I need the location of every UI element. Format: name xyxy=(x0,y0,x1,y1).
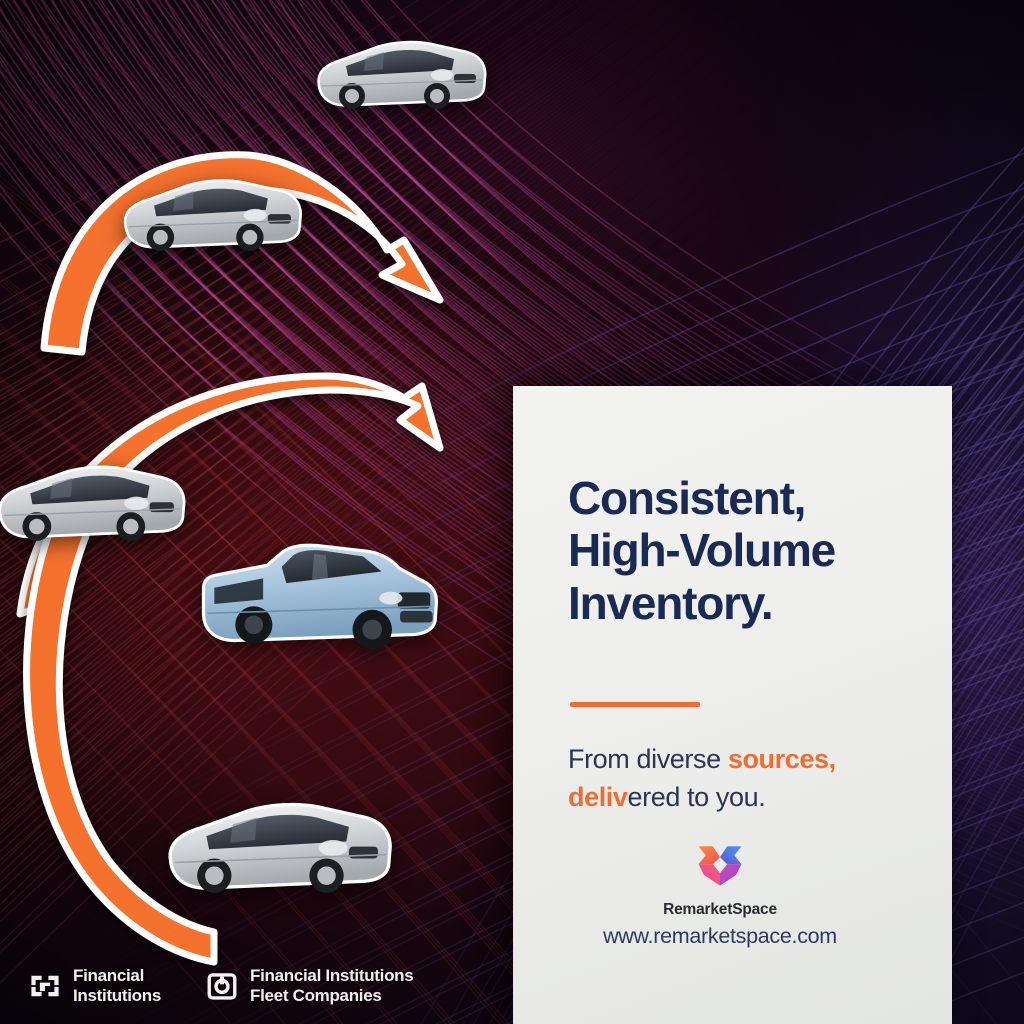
accent-divider xyxy=(570,702,700,707)
subheadline: From diverse sources, delivered to you. xyxy=(568,740,920,817)
silver-sedan-middle-left xyxy=(0,444,196,556)
subheadline-part-2: ered to you. xyxy=(627,782,766,813)
subheadline-part-1: From diverse xyxy=(568,744,728,774)
headline-line-1: Consistent, xyxy=(568,472,806,524)
message-card: Consistent, High-Volume Inventory. From … xyxy=(513,386,952,1024)
partner-badges: Financial Institutions Financial Institu… xyxy=(28,965,414,1006)
fleet-companies-icon xyxy=(205,969,239,1003)
badge-financial-institutions: Financial Institutions xyxy=(28,966,161,1006)
subheadline-accent-2: deliv xyxy=(568,782,628,813)
subheadline-accent-1: sources, xyxy=(727,744,836,774)
silver-sedan-bottom xyxy=(150,778,408,910)
blue-pickup-truck xyxy=(186,532,454,662)
remarketspace-logo-icon xyxy=(693,841,747,891)
page-title: Consistent, High-Volume Inventory. xyxy=(568,472,912,629)
headline-line-3: Inventory. xyxy=(568,576,774,629)
badge-fleet-companies: Financial Institutions Fleet Companies xyxy=(205,965,414,1006)
brand-block: RemarketSpace xyxy=(568,841,872,919)
silver-sedan-top xyxy=(306,22,496,122)
headline-line-2: High-Volume xyxy=(568,524,836,577)
arrow-lower-sweep xyxy=(23,496,218,966)
financial-institutions-icon xyxy=(28,969,62,1003)
badge-label: Financial Institutions xyxy=(73,965,161,1005)
badge-label: Financial Institutions Fleet Companies xyxy=(250,965,414,1005)
website-url[interactable]: www.remarketspace.com xyxy=(603,924,837,948)
brand-name: RemarketSpace xyxy=(663,901,777,918)
silver-sedan-upper-left xyxy=(112,158,312,266)
